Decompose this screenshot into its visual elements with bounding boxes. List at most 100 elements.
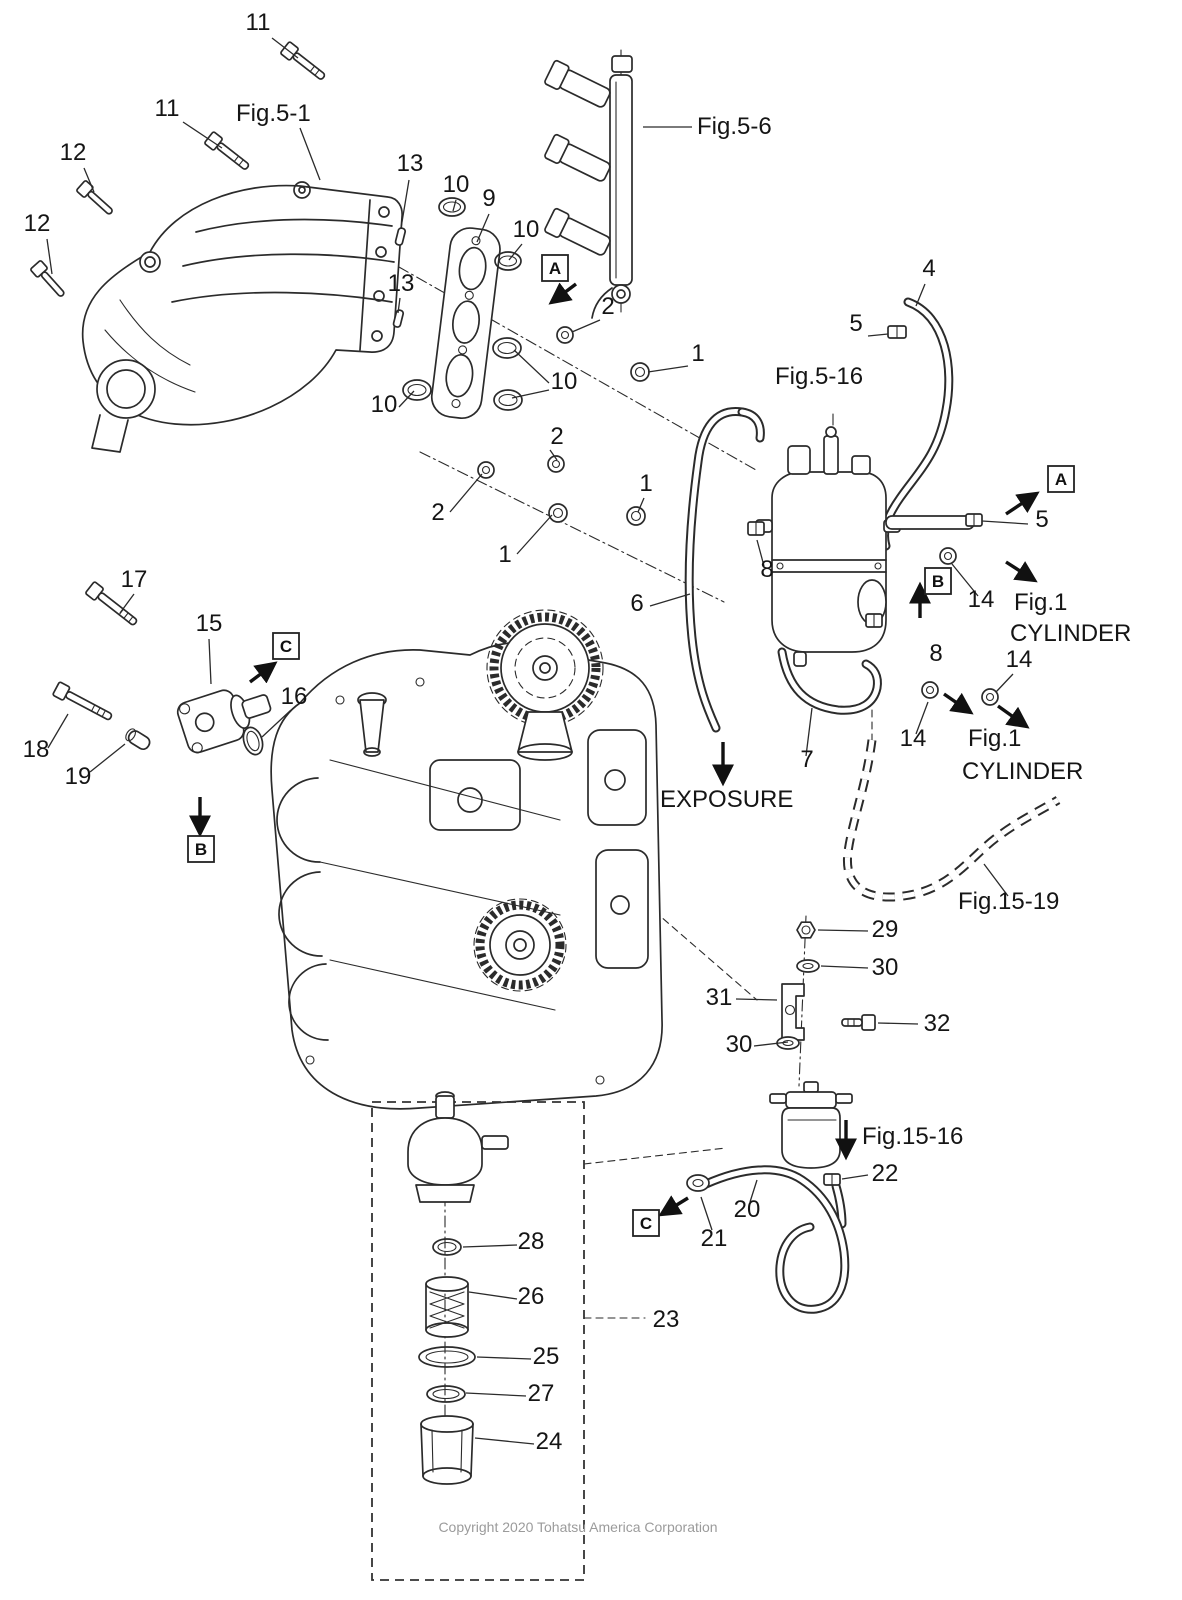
view-marker-B: B [187, 835, 215, 863]
svg-text:B: B [932, 572, 944, 591]
grommet-1b [626, 506, 646, 526]
svg-text:C: C [640, 1214, 652, 1233]
view-marker-A: A [541, 254, 569, 282]
part-number-label: 24 [536, 1428, 563, 1455]
fuel-pipe [885, 515, 975, 530]
direction-text-label: CYLINDER [962, 758, 1083, 785]
part-number-label: 10 [513, 216, 540, 243]
figure-reference-label: Fig.5-1 [236, 100, 311, 127]
engine-block [270, 609, 663, 1110]
part-number-label: 18 [23, 736, 50, 763]
part-number-label: 25 [533, 1343, 560, 1370]
figure-reference-label: Fig.15-19 [958, 888, 1059, 915]
o-ring-10a [438, 197, 466, 217]
part-number-label: 10 [443, 171, 470, 198]
fuel-injector [544, 133, 611, 182]
fuel-rail-assembly [544, 55, 633, 319]
clip-8b [865, 613, 883, 628]
bolt-11b [204, 131, 250, 170]
arrow-to-A-right [1005, 491, 1040, 516]
part-number-label: 27 [528, 1380, 555, 1407]
washer-30a [796, 959, 820, 973]
figure-reference-label: Fig.5-16 [775, 363, 863, 390]
part-number-label: 1 [639, 470, 652, 497]
washers-and-grommets [477, 326, 999, 706]
part-number-label: 17 [121, 566, 148, 593]
fuel-pump-assembly [52, 581, 272, 756]
o-ring-16 [242, 726, 264, 756]
bracket-assembly [776, 921, 876, 1050]
part-number-label: 14 [1006, 646, 1033, 673]
dowel-pin-13a [394, 227, 407, 246]
part-number-label: 2 [550, 423, 563, 450]
bolt-17 [85, 581, 138, 626]
part-number-label: 4 [922, 255, 935, 282]
part-number-label: 23 [653, 1306, 680, 1333]
part-number-label: 28 [518, 1228, 545, 1255]
part-number-label: 13 [397, 150, 424, 177]
fuel-filter [686, 1081, 853, 1192]
filter-cup-24 [420, 1415, 474, 1485]
grommet-14c [921, 681, 939, 699]
part-number-label: 11 [155, 95, 180, 122]
labels-layer: 1111121213109101321451010221185146171516… [23, 9, 1132, 1455]
dowel-pin-13b [392, 309, 405, 328]
bolt-32 [841, 1014, 876, 1031]
hose-20 [701, 1165, 850, 1314]
detail-box [371, 1101, 585, 1581]
part-number-label: 10 [371, 391, 398, 418]
grommet-1a [630, 362, 650, 382]
clamps [747, 325, 983, 1186]
direction-text-label: CYLINDER [1010, 620, 1131, 647]
bolt-12a [76, 180, 113, 215]
part-number-label: 13 [388, 270, 415, 297]
part-number-label: 20 [734, 1196, 761, 1223]
view-marker-A: A [1047, 465, 1075, 493]
part-number-label: 11 [246, 9, 271, 36]
hose-7 [777, 647, 882, 715]
bracket-31 [781, 983, 805, 1041]
intake-manifold [81, 181, 403, 453]
filter-head [407, 1091, 509, 1203]
figure-reference-label: Fig.1 [968, 725, 1021, 752]
part-number-label: 32 [924, 1010, 951, 1037]
washer-2b [547, 455, 565, 473]
figure-reference-label: Fig.5-6 [697, 113, 772, 140]
svg-text:A: A [549, 259, 561, 278]
grommet-1c [548, 503, 568, 523]
part-number-label: 5 [849, 310, 862, 337]
direction-arrows [188, 282, 1040, 1217]
part-number-label: 12 [60, 139, 87, 166]
fuel-injector [544, 59, 611, 108]
o-ring-10d [493, 389, 523, 411]
part-number-label: 14 [968, 586, 995, 613]
hose-6 [684, 407, 765, 733]
part-number-label: 29 [872, 916, 899, 943]
o-ring-10c [492, 337, 522, 359]
figure-reference-label: Fig.1 [1014, 589, 1067, 616]
part-number-label: 10 [551, 368, 578, 395]
filter-exploded-view [371, 1091, 585, 1581]
svg-text:C: C [280, 637, 292, 656]
arrow-to-C-left [248, 661, 278, 684]
o-ring-25 [418, 1346, 476, 1368]
nut-29 [796, 921, 816, 939]
part-number-label: 31 [706, 984, 733, 1011]
arrow-to-fig1-bottom2 [943, 692, 974, 715]
o-ring-27 [426, 1385, 466, 1403]
view-marker-C: C [272, 632, 300, 660]
hose-clip-5a [887, 325, 907, 339]
hose-joint-21 [686, 1174, 710, 1192]
part-number-label: 9 [482, 185, 495, 212]
clip-8a [747, 521, 765, 536]
gasket-and-orings [402, 197, 523, 420]
part-number-label: 1 [691, 340, 704, 367]
fuel-injector [544, 207, 611, 256]
washer-2a [556, 326, 574, 344]
leader-lines [46, 37, 1029, 1445]
spacer-19 [125, 728, 151, 751]
part-number-label: 15 [196, 610, 223, 637]
hose-clip-5b [965, 513, 983, 527]
grommet-14b [981, 688, 999, 706]
gasket-plate-9 [430, 227, 501, 420]
